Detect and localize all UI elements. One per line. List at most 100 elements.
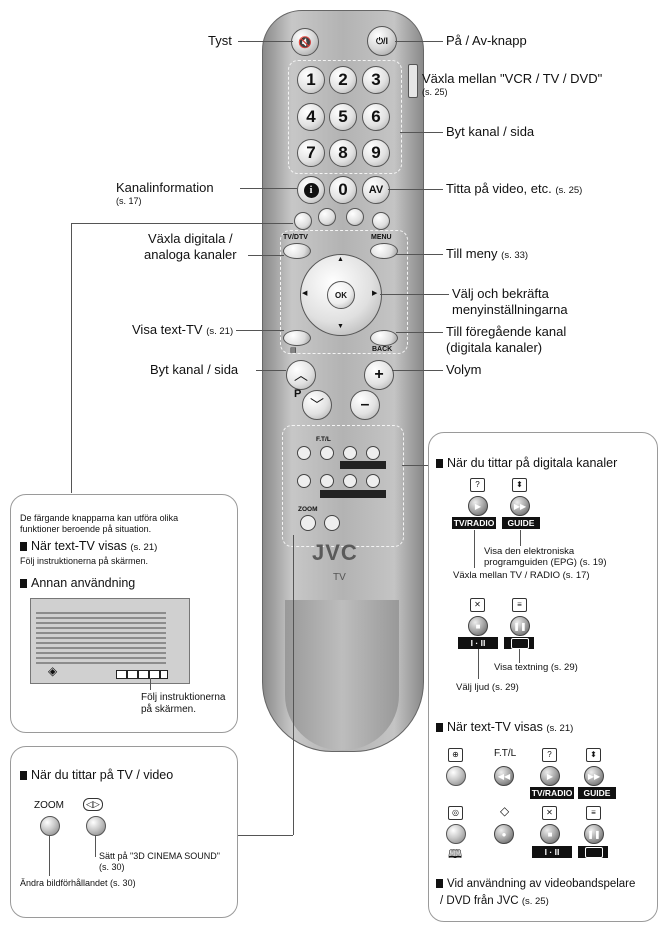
teletext-header-right: När text-TV visas (s. 21) <box>436 720 573 734</box>
arrow-left-icon: ◀ <box>302 290 308 297</box>
green-button[interactable] <box>318 208 336 226</box>
tv-label: TV <box>333 572 346 583</box>
label-prev-channel-2: (digitala kanaler) <box>446 340 543 355</box>
sound-key[interactable]: ■ <box>468 616 488 636</box>
label-teletext: Visa text-TV (s. 21) <box>132 322 234 337</box>
channel-up-button[interactable]: ︿ <box>286 360 316 390</box>
3d-sound-text-2: (s. 30) <box>99 862 125 872</box>
red-button[interactable] <box>294 212 312 230</box>
label-switch-mode: Växla mellan "VCR / TV / DVD" <box>422 71 603 86</box>
channel-down-button[interactable]: ﹀ <box>302 390 332 420</box>
teletext-dual-bar: I · II <box>532 846 572 858</box>
bullet-square-icon <box>436 459 443 468</box>
remote-key-f[interactable] <box>320 474 334 488</box>
back-button[interactable] <box>370 330 398 346</box>
connector-color-keys-top <box>71 223 293 224</box>
remote-key-d[interactable] <box>366 446 380 460</box>
mute-button[interactable]: 🔇 <box>291 28 319 56</box>
remote-lower-body <box>285 600 399 750</box>
leader-menu <box>396 254 443 255</box>
leader-aspect <box>49 835 50 876</box>
subtitle-small-icon <box>511 638 529 649</box>
digit-1-button[interactable]: 1 <box>297 66 325 94</box>
digit-7-button[interactable]: 7 <box>297 139 325 167</box>
teletext-record-key[interactable]: ● <box>494 824 514 844</box>
digit-5-button[interactable]: 5 <box>329 103 357 131</box>
ftl-key[interactable]: ◀◀ <box>494 766 514 786</box>
teletext-index-key[interactable] <box>446 824 466 844</box>
digit-2-button[interactable]: 2 <box>329 66 357 94</box>
size-key[interactable]: ▶▶ <box>584 766 604 786</box>
subtitle-icon: ≡ <box>512 598 527 612</box>
nav-ring[interactable]: OK <box>300 254 382 336</box>
digit-4-button[interactable]: 4 <box>297 103 325 131</box>
teletext-pause-key[interactable]: ❚❚ <box>584 824 604 844</box>
digit-3-button[interactable]: 3 <box>362 66 390 94</box>
volume-up-button[interactable]: + <box>364 360 394 390</box>
leader-epg <box>520 530 521 546</box>
info-button[interactable]: i <box>297 176 325 204</box>
index-icon: ◎ <box>448 806 463 820</box>
zoom-button[interactable] <box>40 816 60 836</box>
remote-zoom-button[interactable] <box>300 515 316 531</box>
guide-bar: GUIDE <box>502 517 540 529</box>
p-label: P <box>294 388 302 400</box>
av-button[interactable]: AV <box>362 176 390 204</box>
ok-button[interactable]: OK <box>327 281 355 309</box>
remote-dual-bar <box>320 490 386 498</box>
arrow-up-icon: ▲ <box>337 256 344 263</box>
tv-video-header: När du tittar på TV / video <box>20 768 173 782</box>
back-label: BACK <box>372 346 393 353</box>
blue-button[interactable] <box>372 212 390 230</box>
label-channel-info: Kanalinformation <box>116 180 214 195</box>
sound-text: Välj ljud (s. 29) <box>456 682 519 693</box>
tvdtv-button[interactable] <box>283 243 311 259</box>
connector-zoom-keys <box>293 535 294 835</box>
leader-3d-sound <box>95 835 96 857</box>
leader-subtitles <box>519 649 520 663</box>
teletext-hold-key[interactable] <box>446 766 466 786</box>
teletext-stop-key[interactable]: ■ <box>540 824 560 844</box>
digit-8-button[interactable]: 8 <box>329 139 357 167</box>
3d-sound-button[interactable] <box>86 816 106 836</box>
leader-screen-follow <box>150 678 151 690</box>
yellow-button[interactable] <box>346 208 364 226</box>
epg-text-1: Visa den elektroniska <box>484 546 575 557</box>
book-icon: 🕮 <box>448 847 463 861</box>
tvradio-key[interactable]: ▶ <box>468 496 488 516</box>
subtitle-key[interactable]: ❚❚ <box>510 616 530 636</box>
screen-color-bar <box>116 670 168 679</box>
leader-prev-channel <box>396 332 443 333</box>
remote-3d-button[interactable] <box>324 515 340 531</box>
remote-key-a[interactable] <box>297 446 311 460</box>
remote-key-e[interactable] <box>297 474 311 488</box>
guide-key[interactable]: ▶▶ <box>510 496 530 516</box>
digit-9-button[interactable]: 9 <box>362 139 390 167</box>
nav-region <box>280 230 408 354</box>
digit-0-button[interactable]: 0 <box>329 176 357 204</box>
leader-channel-page-top <box>400 132 443 133</box>
screen-nav-icon: ◈ <box>48 664 58 678</box>
label-prev-channel-1: Till föregående kanal <box>446 324 567 339</box>
reveal-icon: ? <box>542 748 557 762</box>
label-channel-page-mid: Byt kanal / sida <box>150 362 239 377</box>
menu-button[interactable] <box>370 243 398 259</box>
remote-key-g[interactable] <box>343 474 357 488</box>
label-menu: Till meny (s. 33) <box>446 246 529 261</box>
remote-key-b[interactable] <box>320 446 334 460</box>
leader-sound <box>478 649 479 679</box>
leader-volume <box>392 370 443 371</box>
volume-down-button[interactable]: – <box>350 390 380 420</box>
mode-switch-slider[interactable] <box>408 64 418 98</box>
remote-key-h[interactable] <box>366 474 380 488</box>
power-button[interactable]: ⏻/I <box>367 26 397 56</box>
reveal-key[interactable]: ▶ <box>540 766 560 786</box>
help-icon: ? <box>470 478 485 492</box>
remote-key-c[interactable] <box>343 446 357 460</box>
teletext-guide-bar: GUIDE <box>578 787 616 799</box>
vcr-header-2: / DVD från JVC (s. 25) <box>440 895 549 907</box>
teletext-header-left: När text-TV visas (s. 21) <box>20 539 157 553</box>
label-digital-analog-2: analoga kanaler <box>144 247 237 262</box>
digit-6-button[interactable]: 6 <box>362 103 390 131</box>
teletext-button[interactable] <box>283 330 311 346</box>
